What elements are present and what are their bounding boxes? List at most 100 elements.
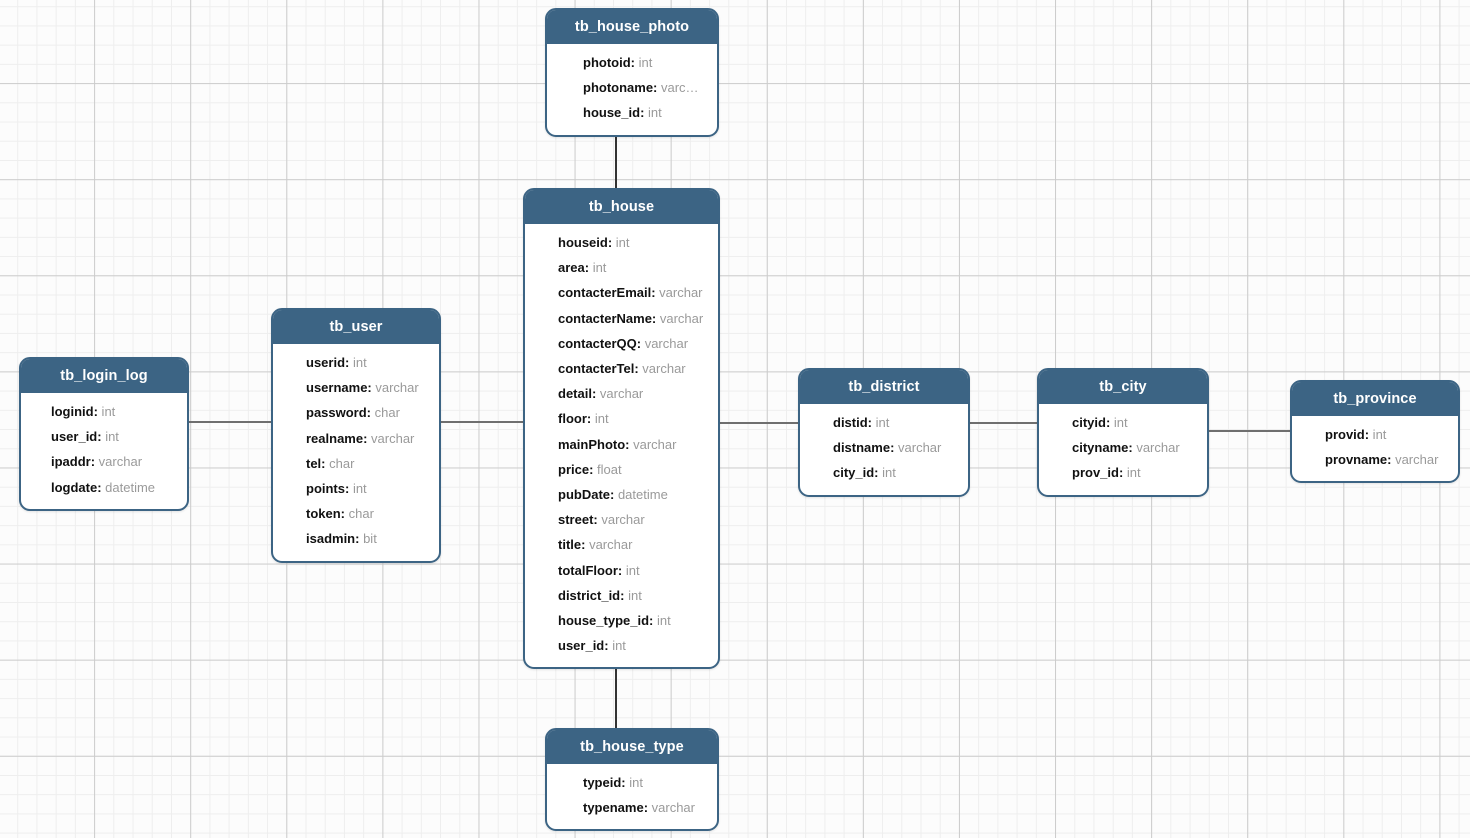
column-name: street: (558, 512, 598, 528)
column-type: int (589, 260, 607, 276)
table-title-tb_house[interactable]: tb_house (525, 190, 718, 224)
column-row[interactable]: logdate: datetime (21, 475, 187, 500)
column-type: char (371, 405, 400, 421)
column-row[interactable]: tel: char (273, 451, 439, 476)
column-row[interactable]: pubDate: datetime (525, 482, 718, 507)
column-row[interactable]: photoid: int (547, 50, 717, 75)
column-name: userid: (306, 355, 350, 370)
column-type: int (1369, 427, 1387, 442)
column-name: typeid: (583, 775, 626, 790)
column-type: int (591, 411, 609, 427)
relationship-tb_district-to-tb_city[interactable] (969, 422, 1039, 424)
column-type: int (1110, 415, 1128, 430)
table-title-tb_province[interactable]: tb_province (1292, 382, 1458, 416)
column-name: distid: (833, 415, 872, 430)
column-row[interactable]: realname: varchar (273, 426, 439, 451)
column-row[interactable]: area: int (525, 255, 718, 280)
column-type: int (625, 775, 643, 790)
column-name: logdate: (51, 479, 102, 495)
column-row[interactable]: price: float (525, 457, 718, 482)
column-row[interactable]: user_id: int (21, 424, 187, 449)
column-row[interactable]: contacterTel: varchar (525, 356, 718, 381)
relationship-tb_house_photo-to-tb_house[interactable] (615, 133, 617, 188)
relationship-tb_city-to-tb_province[interactable] (1208, 430, 1292, 432)
column-row[interactable]: username: varchar (273, 375, 439, 400)
column-type: int (97, 404, 116, 419)
relationship-tb_house-to-tb_district[interactable] (719, 422, 800, 424)
column-type: varchar (371, 380, 419, 396)
column-row[interactable]: userid: int (273, 350, 439, 375)
column-type: varchar (596, 386, 644, 402)
column-name: username: (306, 380, 372, 396)
column-row[interactable]: contacterName: varchar (525, 306, 718, 331)
column-row[interactable]: distid: int (800, 410, 968, 435)
column-row[interactable]: totalFloor: int (525, 558, 718, 583)
column-row[interactable]: cityname: varchar (1039, 435, 1207, 460)
column-type: datetime (614, 487, 668, 503)
column-row[interactable]: cityid: int (1039, 410, 1207, 435)
column-name: totalFloor: (558, 562, 623, 578)
table-title-tb_login_log[interactable]: tb_login_log (21, 359, 187, 393)
column-type: int (878, 465, 896, 481)
column-row[interactable]: ipaddr: varchar (21, 449, 187, 474)
column-row[interactable]: houseid: int (525, 230, 718, 255)
column-row[interactable]: token: char (273, 501, 439, 526)
column-name: price: (558, 461, 594, 477)
column-row[interactable]: contacterQQ: varchar (525, 331, 718, 356)
column-row[interactable]: isadmin: bit (273, 526, 439, 551)
column-type: int (653, 613, 671, 629)
column-row[interactable]: contacterEmail: varchar (525, 280, 718, 305)
column-name: detail: (558, 386, 597, 402)
table-title-tb_user[interactable]: tb_user (273, 310, 439, 344)
table-title-tb_city[interactable]: tb_city (1039, 370, 1207, 404)
column-name: city_id: (833, 465, 879, 481)
column-row[interactable]: user_id: int (525, 633, 718, 658)
column-row[interactable]: detail: varchar (525, 381, 718, 406)
column-row[interactable]: city_id: int (800, 460, 968, 485)
column-name: house_type_id: (558, 613, 654, 629)
table-title-tb_house_photo[interactable]: tb_house_photo (547, 10, 717, 44)
column-row[interactable]: floor: int (525, 406, 718, 431)
table-title-tb_district[interactable]: tb_district (800, 370, 968, 404)
column-row[interactable]: typename: varchar (547, 795, 717, 820)
column-row[interactable]: loginid: int (21, 399, 187, 424)
column-row[interactable]: provname: varchar (1292, 447, 1458, 472)
column-name: cityid: (1072, 415, 1111, 430)
relationship-tb_user-to-tb_house[interactable] (440, 421, 525, 423)
column-row[interactable]: distname: varchar (800, 435, 968, 460)
relationship-tb_house-to-tb_house_type[interactable] (615, 664, 617, 730)
column-row[interactable]: password: char (273, 400, 439, 425)
column-type: varchar (1391, 452, 1439, 468)
column-type: varchar (894, 440, 942, 456)
column-name: ipaddr: (51, 454, 96, 470)
column-type: char (325, 455, 355, 471)
column-row[interactable]: district_id: int (525, 583, 718, 608)
relationship-tb_login_log-to-tb_user[interactable] (189, 421, 273, 423)
column-row[interactable]: street: varchar (525, 507, 718, 532)
table-title-tb_house_type[interactable]: tb_house_type (547, 730, 717, 764)
column-type: varchar (597, 512, 645, 528)
column-row[interactable]: photoname: varc… (547, 75, 717, 100)
column-type: int (349, 481, 367, 497)
column-row[interactable]: house_type_id: int (525, 608, 718, 633)
column-row[interactable]: title: varchar (525, 532, 718, 557)
column-row[interactable]: mainPhoto: varchar (525, 432, 718, 457)
column-name: houseid: (558, 235, 613, 250)
column-row[interactable]: prov_id: int (1039, 460, 1207, 485)
column-name: loginid: (51, 404, 98, 419)
column-row[interactable]: points: int (273, 476, 439, 501)
column-row[interactable]: provid: int (1292, 422, 1458, 447)
column-name: pubDate: (558, 487, 615, 503)
column-row[interactable]: typeid: int (547, 770, 717, 795)
column-row[interactable]: house_id: int (547, 100, 717, 125)
column-type: int (634, 55, 653, 70)
